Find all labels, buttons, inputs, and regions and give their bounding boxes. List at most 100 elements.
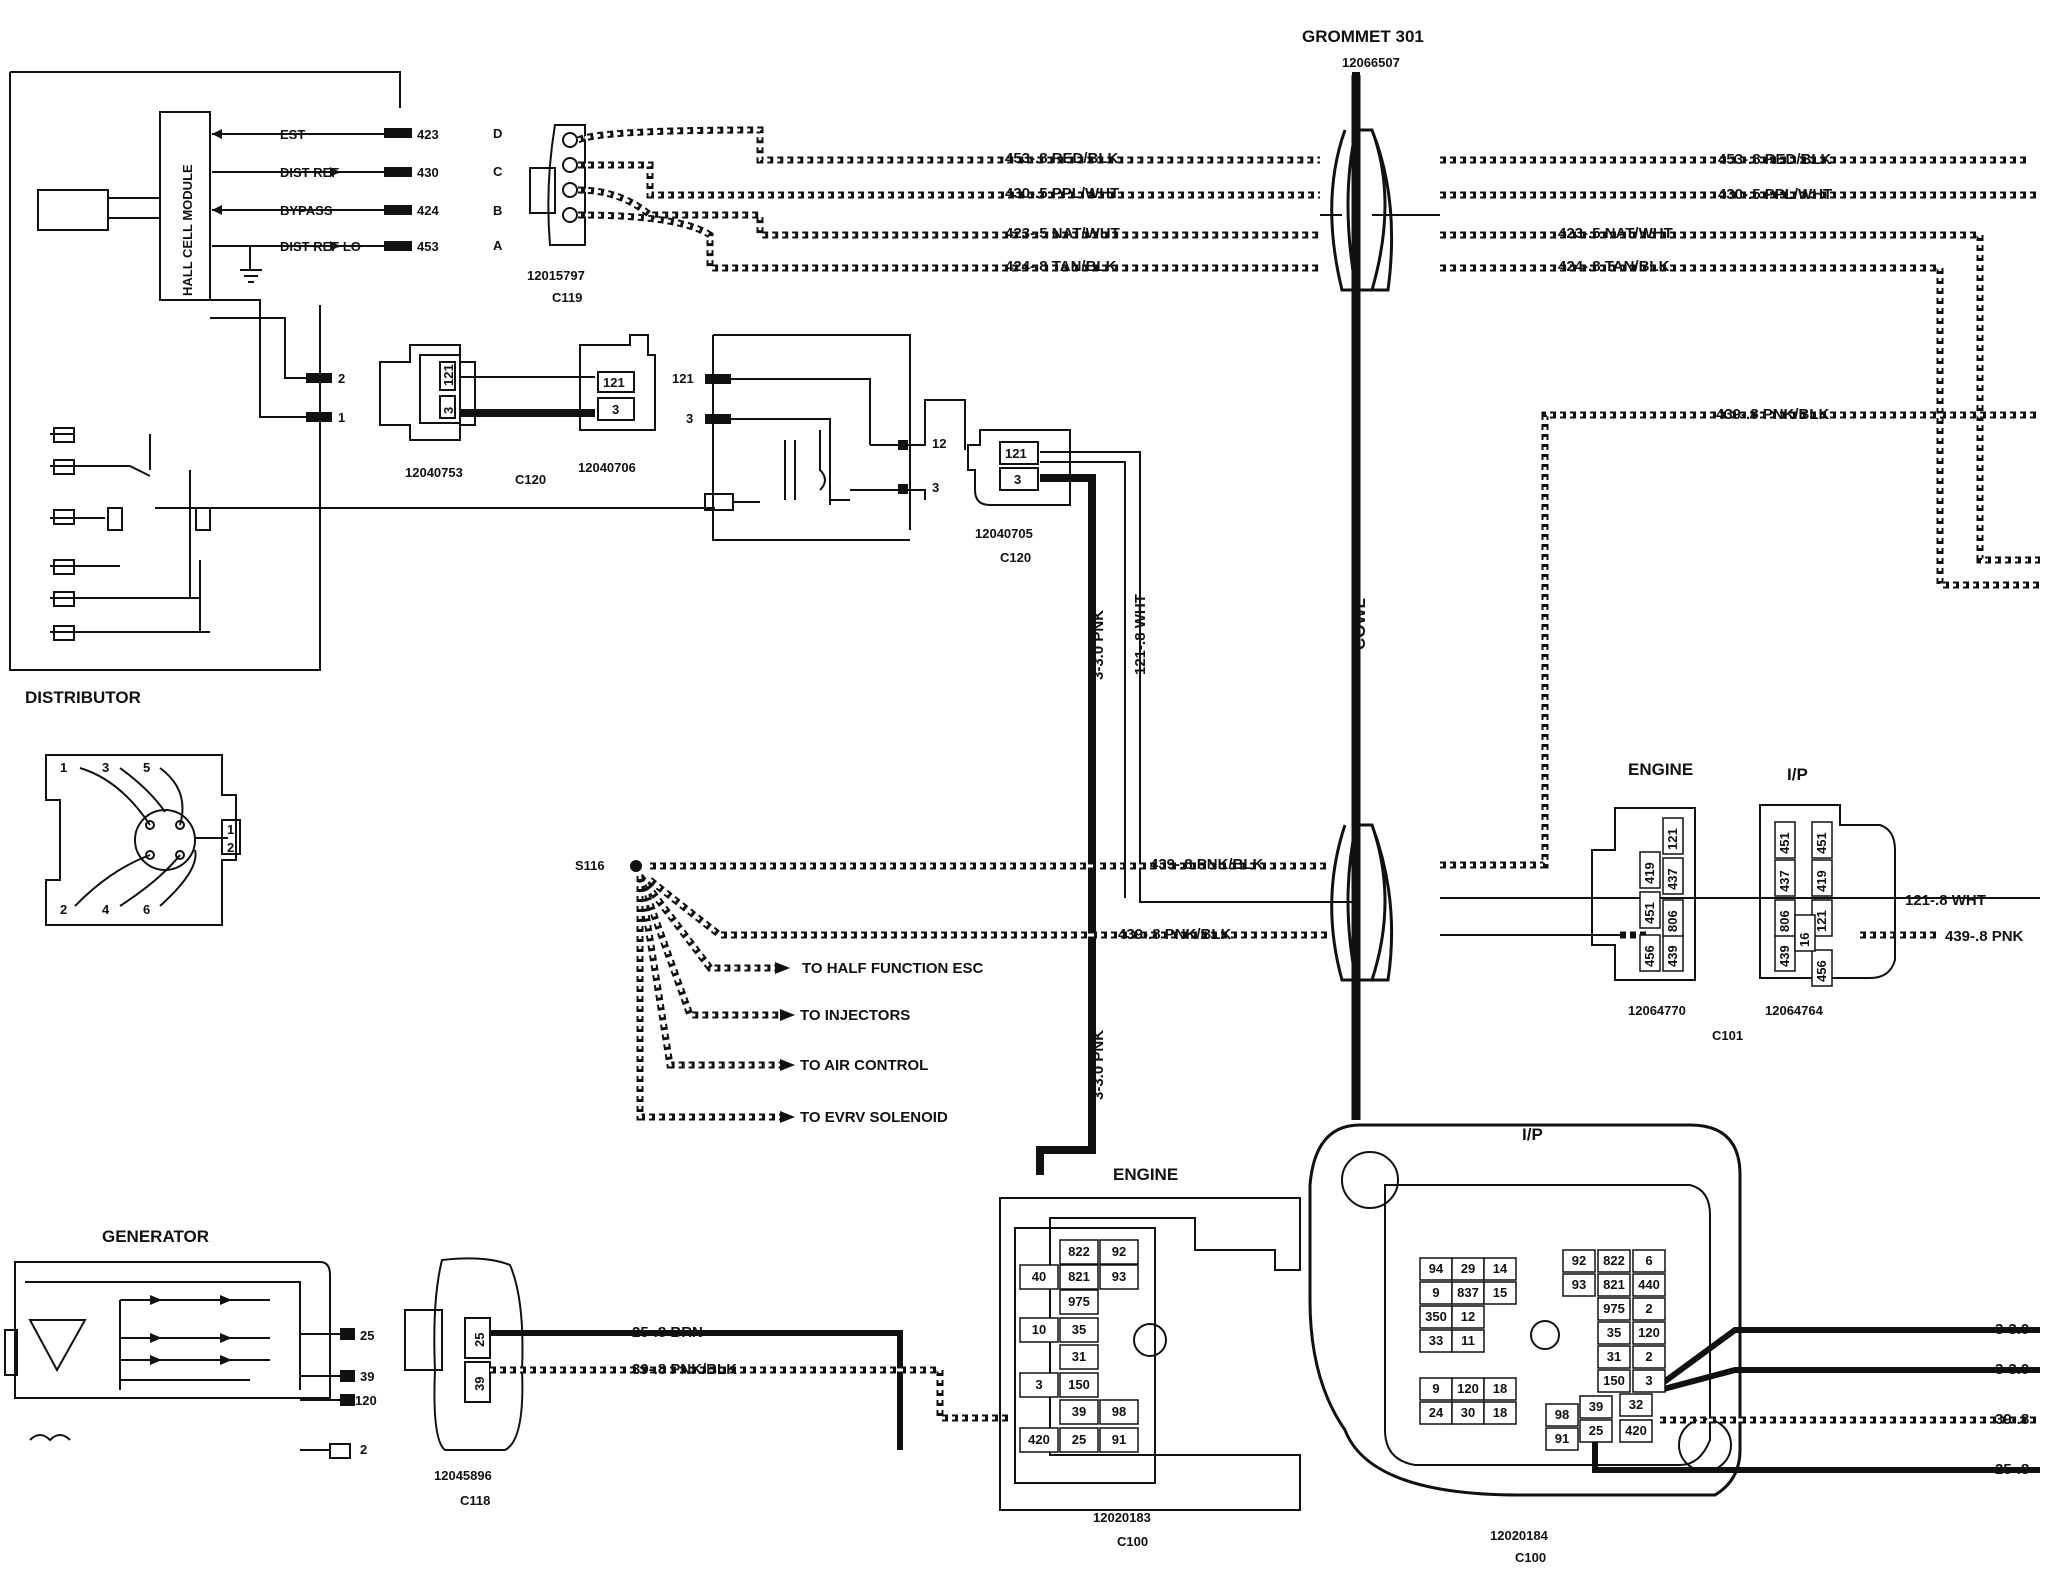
right-wire-430: 430-.5 PPL/WHT: [1718, 186, 1832, 203]
ip-wire-25: 25-.8: [1995, 1461, 2029, 1478]
c100-engine-pin-93-4: 93: [1112, 1269, 1126, 1284]
c101b-pin-16-8-cell: [1794, 914, 1816, 952]
c100-ip-pin-92-10: 92: [1572, 1253, 1586, 1268]
splice-s116: S116 439-.8 PNK/BLK 439-.8 PNK/BLK TO HA…: [575, 856, 1330, 1126]
c100-ip-pin-2-17: 2: [1645, 1301, 1652, 1316]
vertical-wire-3pnk: 3-3.0 PNK: [1090, 610, 1107, 680]
c100-ip-pin-93-13-cell: [1562, 1273, 1596, 1297]
c100-ip-pin-91-33: 91: [1555, 1431, 1569, 1446]
c100-ip-pin-93-13: 93: [1572, 1277, 1586, 1292]
branch-injectors: TO INJECTORS: [800, 1007, 910, 1024]
c101-wire-121: 121-.8 WHT: [1905, 892, 1986, 909]
splice-feed-2: 439-.8 PNK/BLK: [1118, 926, 1232, 943]
c101a-pin-806-6: 806: [1665, 910, 1680, 932]
c100-engine-part: 12020183: [1093, 1510, 1151, 1525]
cap-pin-5: 5: [143, 760, 150, 775]
right-wire-423: 423-.5 NAT/WHT: [1558, 225, 1673, 242]
c101b-pin-451-3: 451: [1814, 832, 1829, 854]
vertical-wire-121wht: 121-.8 WHT: [1132, 594, 1149, 675]
cap-side-pin-2: 2: [227, 840, 234, 855]
c100-engine-pin-420-13: 420: [1028, 1432, 1050, 1447]
signal-bypass: BYPASS: [280, 203, 333, 218]
c100-engine-pin-822-0: 822: [1068, 1244, 1090, 1259]
c101a-pin-419-0: 419: [1642, 862, 1657, 884]
c100-ip-pin-2-17-cell: [1632, 1297, 1666, 1321]
c100-ip-pin-440-15-cell: [1632, 1273, 1666, 1297]
c100-ip-pin-35-18: 35: [1607, 1325, 1621, 1340]
c101a-pin-439-5: 439: [1665, 945, 1680, 967]
c101b-pin-806-6: 806: [1777, 910, 1792, 932]
c120a-pin-3: 3: [441, 407, 456, 414]
c100-ip-pin-821-14-cell: [1597, 1273, 1631, 1297]
gen-pin-2: 2: [360, 1442, 367, 1457]
c101-part-a: 12064770: [1628, 1003, 1686, 1018]
coil-pin-121: 121: [672, 371, 694, 386]
c100-ip-pin-150-22-cell: [1597, 1369, 1631, 1393]
c100-ip-pin-2-21-cell: [1632, 1345, 1666, 1369]
dist-pin-1: 1: [338, 410, 345, 425]
c100-engine-pin-3-9: 3: [1035, 1377, 1042, 1392]
c101b-pin-451-3-cell: [1811, 821, 1833, 859]
pin-424: [384, 205, 412, 215]
branch-air-control: TO AIR CONTROL: [800, 1057, 928, 1074]
c100-ip-pin-18-29: 18: [1493, 1405, 1507, 1420]
c101a-pin-437-3: 437: [1665, 868, 1680, 890]
c119-part: 12015797: [527, 268, 585, 283]
c101b-pin-451-0-cell: [1774, 821, 1796, 859]
connector-c100-engine: ENGINE 12020183 C100: [999, 1165, 1301, 1549]
c100-engine-pin-35-7: 35: [1072, 1322, 1086, 1337]
ip-wire-39: 39-.8: [1995, 1411, 2029, 1428]
c100-ip-pin-150-22: 150: [1603, 1373, 1625, 1388]
ip-wire-3b: 3-3.0: [1995, 1361, 2029, 1378]
vertical-wire-3pnk-lower: 3-3.0 PNK: [1090, 1030, 1107, 1100]
gen-pin-25: 25: [360, 1328, 374, 1343]
c100-ip-pin-9-24: 9: [1432, 1381, 1439, 1396]
c100-ip-pin-822-11: 822: [1603, 1253, 1625, 1268]
c100-ip-pin-39-31: 39: [1589, 1399, 1603, 1414]
c100-engine-pin-975-5-cell: [1059, 1289, 1099, 1315]
c101b-pin-419-2-cell: [1811, 859, 1833, 897]
c100-engine-pin-25-14: 25: [1072, 1432, 1086, 1447]
c100-ip-pin-35-18-cell: [1597, 1321, 1631, 1345]
c119-name: C119: [552, 290, 582, 305]
c100-ip-pin-11-9-cell: [1451, 1329, 1485, 1353]
c101b-pin-451-0: 451: [1777, 832, 1792, 854]
c100-ip-pin-420-35: 420: [1625, 1423, 1647, 1438]
c100-engine-pin-92-1: 92: [1112, 1244, 1126, 1259]
c101a-pin-451-1: 451: [1642, 902, 1657, 924]
c100-engine-pin-10-6-cell: [1019, 1317, 1059, 1343]
c100-ip-pin-18-29-cell: [1483, 1401, 1517, 1425]
c100-ip-pin-32-32-cell: [1619, 1393, 1653, 1417]
c100-engine-pin-25-14-cell: [1059, 1427, 1099, 1453]
pin-453: [384, 241, 412, 251]
coil-pin-3b: 3: [932, 480, 939, 495]
c120-name-2: C120: [1000, 550, 1031, 565]
c100-ip-pin-32-32: 32: [1629, 1397, 1643, 1412]
c101-engine-title: ENGINE: [1628, 760, 1693, 779]
c101a-pin-451-1-cell: [1639, 891, 1661, 929]
c100-ip-pin-6-12-cell: [1632, 1249, 1666, 1273]
c120b-pin-121: 121: [603, 375, 625, 390]
hall-cell-module-label: HALL CELL MODULE: [180, 164, 195, 296]
signal-dist-ref: DIST REF: [280, 165, 339, 180]
ip-wire-3a: 3-3.0: [1995, 1321, 2029, 1338]
c118-wire-39: 39-.8 PNK/BLK: [632, 1361, 737, 1378]
c100-engine-pin-821-3-cell: [1059, 1264, 1099, 1290]
c119-pin-d: D: [493, 126, 502, 141]
signal-est: EST: [280, 127, 305, 142]
cap-pin-3: 3: [102, 760, 109, 775]
distributor-cap: 1 3 5 2 4 6 1 2: [45, 754, 241, 926]
c101-name: C101: [1712, 1028, 1743, 1043]
c100-ip-pin-14-2: 14: [1493, 1261, 1508, 1276]
right-wire-439: 439-.8 PNK/BLK: [1716, 406, 1830, 423]
pin-430: [384, 167, 412, 177]
pin-423-label: 423: [417, 127, 439, 142]
c100-ip-pin-821-14: 821: [1603, 1277, 1625, 1292]
c120-part-b: 12040706: [578, 460, 636, 475]
right-wire-424: 424-.8 TAN/BLK: [1558, 258, 1670, 275]
signal-dist-ref-lo: DIST REF LO: [280, 239, 361, 254]
c100-ip-pin-30-28: 30: [1461, 1405, 1475, 1420]
c101a-pin-456-4-cell: [1639, 934, 1661, 972]
